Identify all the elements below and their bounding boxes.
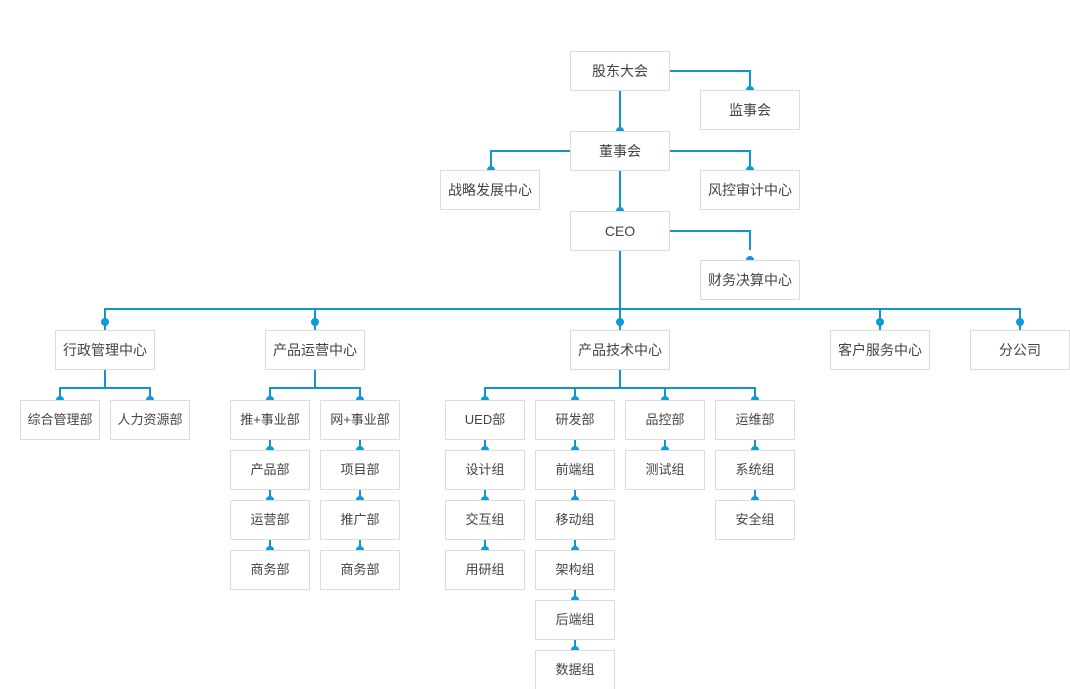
node-net-plus-division[interactable]: 网+事业部: [320, 400, 400, 440]
connector-board-to-strategy: [490, 150, 570, 152]
node-shareholders-meeting[interactable]: 股东大会: [570, 51, 670, 91]
node-strategy-development-center[interactable]: 战略发展中心: [440, 170, 540, 210]
connector-backend-to-data-group: [574, 640, 576, 650]
connector-push-to-product-dept: [269, 440, 271, 450]
connector-operation-to-business-a: [269, 540, 271, 550]
node-customer-service-center[interactable]: 客户服务中心: [830, 330, 930, 370]
node-product-dept[interactable]: 产品部: [230, 450, 310, 490]
node-rd-dept[interactable]: 研发部: [535, 400, 615, 440]
connector-product-operation-bus: [269, 387, 361, 389]
node-frontend-group[interactable]: 前端组: [535, 450, 615, 490]
connector-po-drop-push: [269, 387, 271, 400]
connector-dot-customer-service-center: [876, 318, 884, 326]
node-business-dept-a[interactable]: 商务部: [230, 550, 310, 590]
connector-shareholders-to-board: [619, 91, 621, 131]
connector-net-to-project-dept: [359, 440, 361, 450]
connector-design-to-interaction-group: [484, 490, 486, 500]
connector-ued-to-design-group: [484, 440, 486, 450]
node-board-of-directors[interactable]: 董事会: [570, 131, 670, 171]
connector-admin-bus: [59, 387, 151, 389]
connector-interaction-to-user-research-group: [484, 540, 486, 550]
node-system-group[interactable]: 系统组: [715, 450, 795, 490]
connector-system-to-security-group: [754, 490, 756, 500]
node-ops-dept[interactable]: 运维部: [715, 400, 795, 440]
connector-dot-branch-company: [1016, 318, 1024, 326]
node-security-group[interactable]: 安全组: [715, 500, 795, 540]
connector-frontend-to-mobile-group: [574, 490, 576, 500]
node-ued-dept[interactable]: UED部: [445, 400, 525, 440]
node-interaction-group[interactable]: 交互组: [445, 500, 525, 540]
connector-shareholders-to-supervisors: [670, 70, 750, 72]
node-admin-management-center[interactable]: 行政管理中心: [55, 330, 155, 370]
node-user-research-group[interactable]: 用研组: [445, 550, 525, 590]
connector-product-technology-stem: [619, 370, 621, 388]
connector-product-to-operation-dept: [269, 490, 271, 500]
connector-dot-product-technology-center: [616, 318, 624, 326]
node-data-group[interactable]: 数据组: [535, 650, 615, 689]
node-test-group[interactable]: 测试组: [625, 450, 705, 490]
connector-admin-drop-general: [59, 387, 61, 400]
connector-pt-drop-qc: [664, 387, 666, 400]
connector-finance-drop: [749, 230, 751, 250]
node-design-group[interactable]: 设计组: [445, 450, 525, 490]
connector-architecture-to-backend-group: [574, 590, 576, 600]
node-human-resources-dept[interactable]: 人力资源部: [110, 400, 190, 440]
node-push-plus-division[interactable]: 推+事业部: [230, 400, 310, 440]
connector-ops-to-system-group: [754, 440, 756, 450]
node-product-operation-center[interactable]: 产品运营中心: [265, 330, 365, 370]
connector-dot-product-operation-center: [311, 318, 319, 326]
connector-product-operation-stem: [314, 370, 316, 388]
connector-project-to-promotion-dept: [359, 490, 361, 500]
connector-pt-drop-rd: [574, 387, 576, 400]
connector-pt-drop-ued: [484, 387, 486, 400]
connector-promotion-to-business-b: [359, 540, 361, 550]
connector-po-drop-net: [359, 387, 361, 400]
node-project-dept[interactable]: 项目部: [320, 450, 400, 490]
node-architecture-group[interactable]: 架构组: [535, 550, 615, 590]
connector-ceo-to-bus: [619, 251, 621, 309]
connector-product-technology-bus: [484, 387, 756, 389]
node-business-dept-b[interactable]: 商务部: [320, 550, 400, 590]
connector-ceo-to-finance: [670, 230, 750, 232]
node-general-management-dept[interactable]: 综合管理部: [20, 400, 100, 440]
connector-supervisors-drop: [749, 70, 751, 90]
node-backend-group[interactable]: 后端组: [535, 600, 615, 640]
connector-board-to-risk-audit: [670, 150, 750, 152]
connector-pt-drop-ops: [754, 387, 756, 400]
node-product-technology-center[interactable]: 产品技术中心: [570, 330, 670, 370]
node-qc-dept[interactable]: 品控部: [625, 400, 705, 440]
node-board-of-supervisors[interactable]: 监事会: [700, 90, 800, 130]
connector-strategy-drop: [490, 150, 492, 170]
connector-admin-drop-hr: [149, 387, 151, 400]
node-branch-company[interactable]: 分公司: [970, 330, 1070, 370]
node-finance-settlement-center[interactable]: 财务决算中心: [700, 260, 800, 300]
node-ceo[interactable]: CEO: [570, 211, 670, 251]
connector-mobile-to-architecture-group: [574, 540, 576, 550]
connector-qc-to-test-group: [664, 440, 666, 450]
connector-admin-stem: [104, 370, 106, 388]
node-promotion-dept[interactable]: 推广部: [320, 500, 400, 540]
node-mobile-group[interactable]: 移动组: [535, 500, 615, 540]
connector-rd-to-frontend-group: [574, 440, 576, 450]
node-risk-audit-center[interactable]: 风控审计中心: [700, 170, 800, 210]
node-operation-dept[interactable]: 运营部: [230, 500, 310, 540]
connector-risk-audit-drop: [749, 150, 751, 170]
connector-dot-admin-center: [101, 318, 109, 326]
connector-board-to-ceo: [619, 171, 621, 211]
connector-bus-level4: [104, 308, 1021, 310]
